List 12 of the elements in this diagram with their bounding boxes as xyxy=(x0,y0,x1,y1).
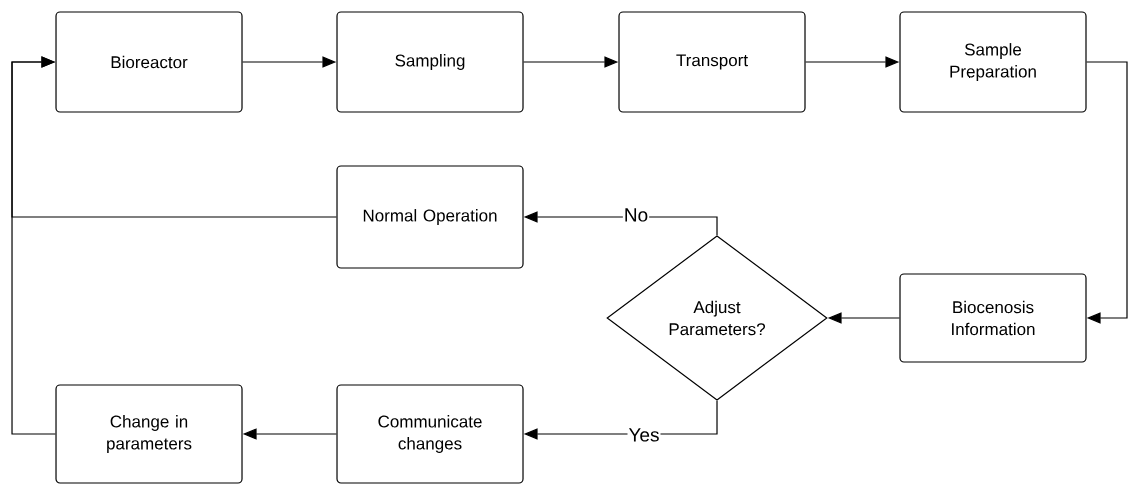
process-box: Communicate changes xyxy=(336,384,524,484)
process-box: Sample Preparation xyxy=(899,11,1087,113)
arrow xyxy=(11,56,337,218)
process-box: Change in parameters xyxy=(55,384,243,484)
process-box: Biocenosis Information xyxy=(899,273,1087,363)
edge-label: No xyxy=(625,208,648,222)
edge-label: Yes xyxy=(628,428,659,442)
process-box: Transport xyxy=(618,11,806,113)
process-box: Bioreactor xyxy=(55,11,243,113)
process-box: Sampling xyxy=(336,11,524,113)
process-box: Normal Operation xyxy=(336,165,524,269)
arrow xyxy=(1086,61,1128,324)
